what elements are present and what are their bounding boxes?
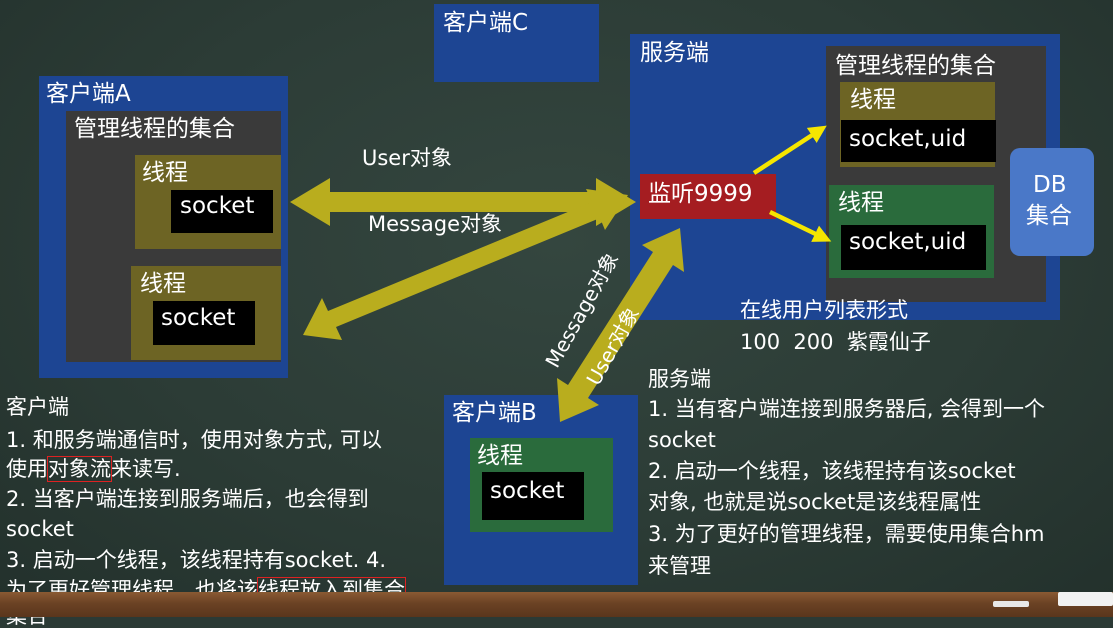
chalk-tray [0, 592, 1113, 617]
client-a-thread-2-label: 线程 [140, 271, 186, 297]
client-a-thread-1-label: 线程 [142, 160, 188, 186]
server-notes-line-2: socket [648, 428, 716, 452]
user-object-arrow [290, 178, 636, 226]
server-notes-line-5: 3. 为了更好的管理线程，需要使用集合hm [648, 522, 1045, 546]
db-collection-label: 集合 [1026, 203, 1072, 229]
client-a-socket-1-label: socket [180, 193, 255, 219]
client-notes-line-5: 3. 启动一个线程，该线程持有socket. 4. [6, 548, 386, 572]
server-title: 服务端 [640, 40, 709, 66]
online-list-title: 在线用户列表形式 [740, 298, 908, 322]
client-b-socket-label: socket [490, 478, 565, 504]
client-notes-line-4: socket [6, 517, 74, 541]
server-notes-line-4: 对象, 也就是说socket是该线程属性 [648, 490, 982, 514]
client-a-collection-title: 管理线程的集合 [74, 116, 235, 142]
server-socket-2 [841, 225, 986, 270]
server-collection-title: 管理线程的集合 [835, 53, 996, 79]
client-a-socket-2 [153, 301, 255, 345]
client-notes-line-2: 使用对象流来读写. [6, 456, 181, 482]
client-a-title: 客户端A [46, 81, 131, 107]
listen-to-thread-1-arrow [752, 125, 827, 175]
client-b-socket [482, 472, 584, 520]
client-c-box [434, 4, 599, 82]
user-object-label: User对象 [362, 146, 452, 170]
message-object-arrow [303, 189, 628, 340]
listen-to-thread-2-arrow [769, 209, 832, 242]
server-notes-line-6: 来管理 [648, 554, 711, 578]
object-stream-highlight: 对象流 [47, 456, 112, 482]
server-notes-line-3: 2. 启动一个线程，该线程持有该socket [648, 459, 1016, 483]
client-b-thread-label: 线程 [477, 443, 523, 469]
client-notes-line-2c: 来读写. [111, 457, 181, 481]
listen-port-box [640, 174, 776, 219]
client-notes-line-1: 1. 和服务端通信时，使用对象方式, 可以 [6, 428, 383, 452]
client-a-socket-1 [171, 190, 273, 233]
client-notes-heading: 客户端 [6, 395, 69, 419]
client-b-server-arrow [557, 228, 684, 422]
chalk-piece [993, 601, 1029, 607]
client-b-title: 客户端B [452, 400, 537, 426]
db-label: DB [1033, 172, 1067, 198]
client-notes-line-3: 2. 当客户端连接到服务端后，也会得到 [6, 487, 369, 511]
server-notes-line-1: 1. 当有客户端连接到服务器后, 会得到一个 [648, 397, 1046, 421]
client-notes-line-2a: 使用 [6, 457, 48, 481]
server-notes-heading: 服务端 [648, 367, 711, 391]
server-socket-1 [841, 120, 996, 162]
db-box [1010, 148, 1094, 256]
server-thread-2-label: 线程 [838, 190, 884, 216]
client-c-title: 客户端C [443, 10, 529, 36]
eraser [1058, 592, 1113, 606]
server-socket-2-label: socket,uid [849, 229, 967, 255]
online-list-row: 100 200 紫霞仙子 [740, 330, 931, 354]
listen-port-label: 监听9999 [648, 181, 753, 207]
server-thread-1-label: 线程 [850, 87, 896, 113]
server-socket-1-label: socket,uid [849, 126, 967, 152]
client-a-socket-2-label: socket [161, 305, 236, 331]
message-object-label: Message对象 [368, 212, 503, 236]
